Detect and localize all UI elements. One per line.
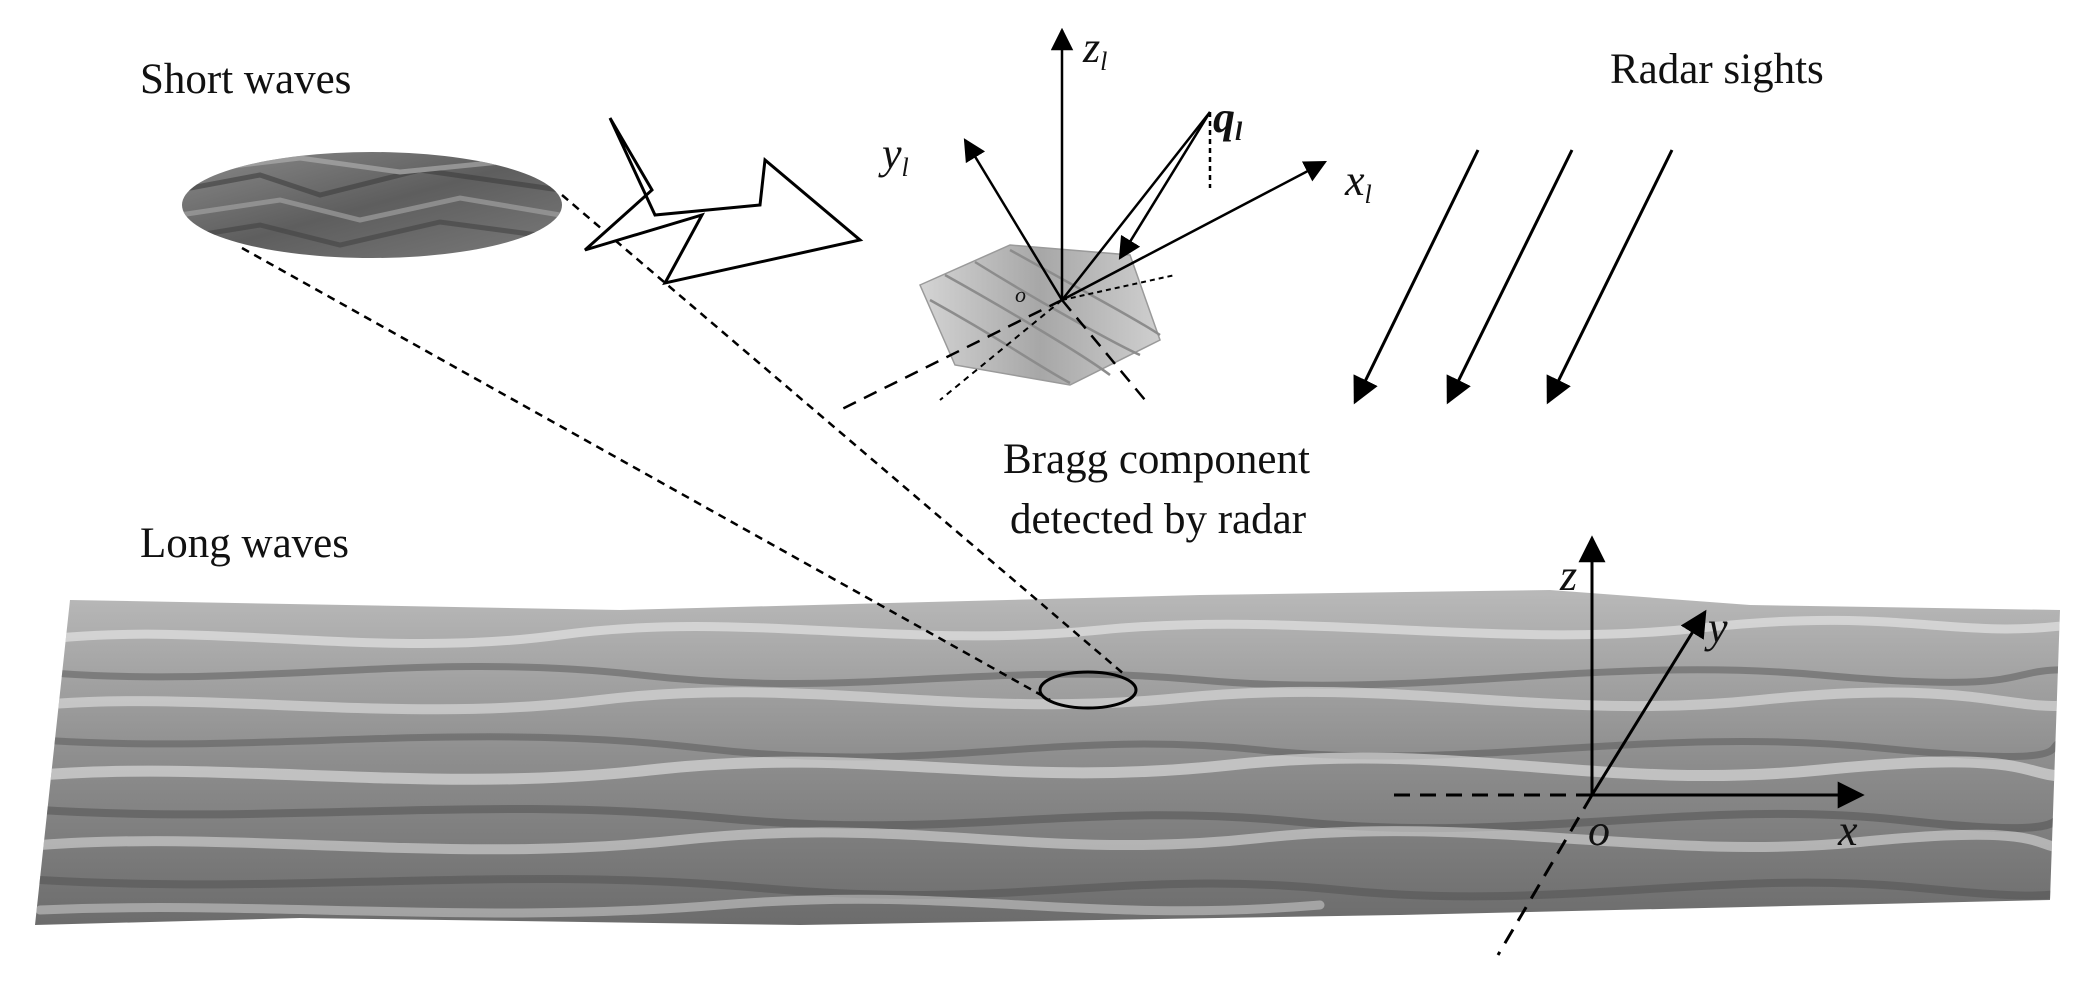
long-waves-label: Long waves [140,520,349,567]
global-axis-labels: z y x o [1559,551,1858,855]
global-coordinate-axes [1392,535,1865,956]
zoom-arrow-icon [583,117,864,286]
y-label: y [1704,603,1728,652]
short-waves-patch [182,152,562,258]
yl-label: yl [878,129,909,182]
radar-sights-label: Radar sights [1610,46,1824,93]
radar-sight-arrows [1353,149,1674,405]
origin-label: o [1588,806,1610,855]
x-label: x [1837,806,1858,855]
z-label: z [1559,551,1577,600]
xl-label: xl [1344,156,1372,209]
local-origin-label: o [1015,282,1026,307]
ql-label: ql [1213,93,1243,146]
short-waves-label: Short waves [140,56,351,103]
local-axis-labels: zl yl xl ql o [878,23,1372,307]
local-coordinate-axes [839,27,1327,412]
projection-lines [241,194,1126,702]
bragg-label-line1: Bragg component [1003,436,1310,483]
zl-label: zl [1082,23,1107,76]
long-waves-surface [35,590,2060,925]
footprint-ellipse [1038,670,1138,710]
bragg-label-line2: detected by radar [1010,496,1306,543]
